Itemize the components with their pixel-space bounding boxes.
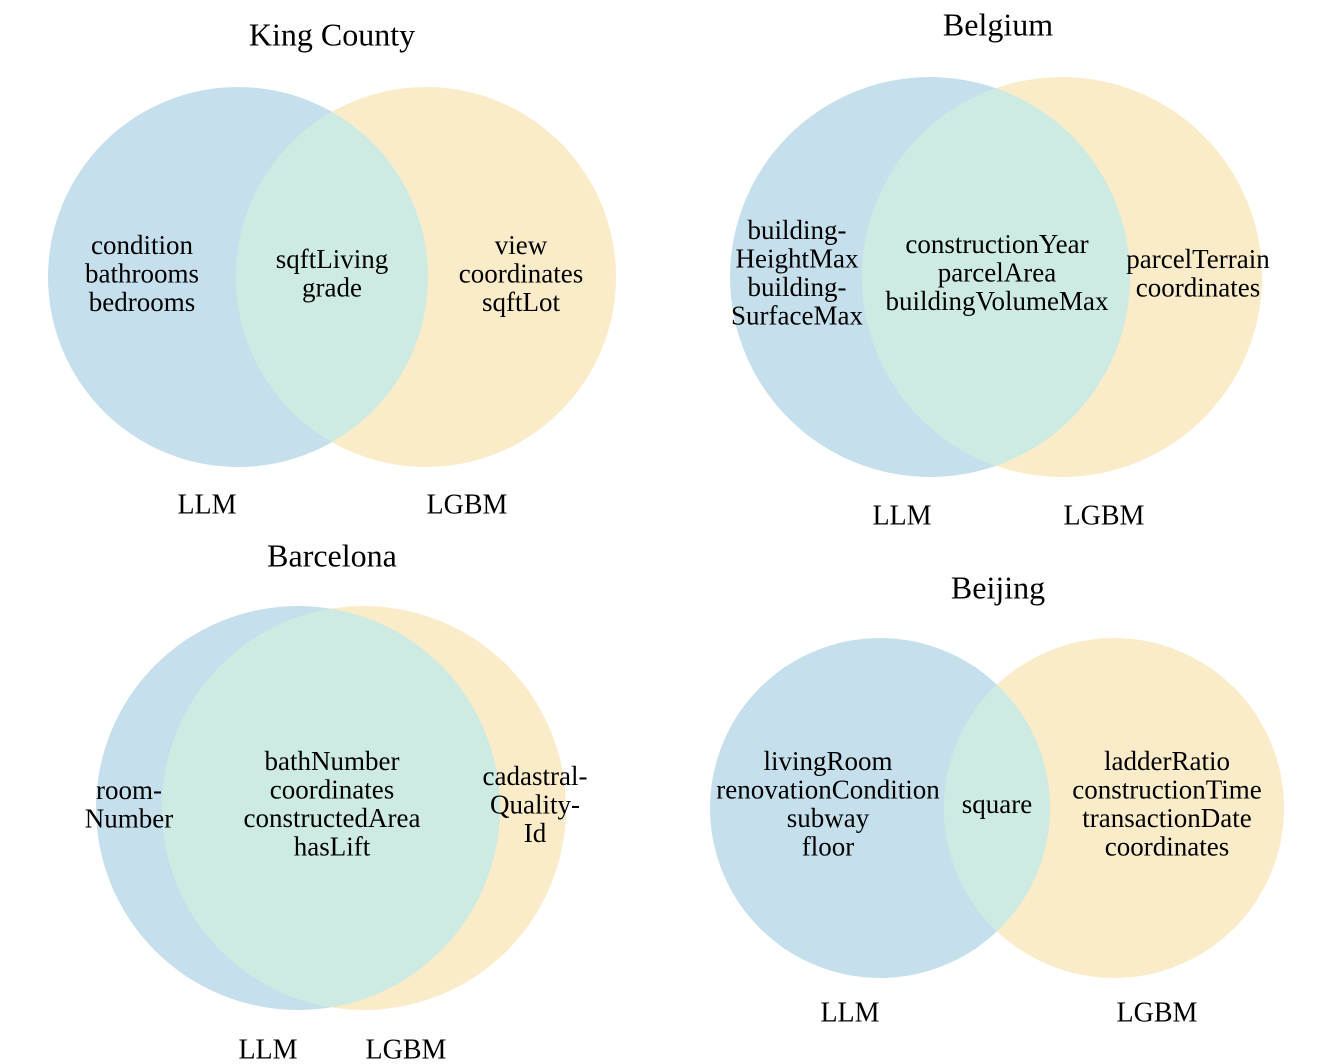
panel-title: Barcelona xyxy=(267,537,397,573)
lgbm-only-feature: cadastral- xyxy=(483,761,588,791)
llm-only-feature: subway xyxy=(787,803,870,833)
shared-feature: grade xyxy=(302,273,362,303)
shared-feature: sqftLiving xyxy=(276,244,389,274)
lgbm-only-feature: ladderRatio xyxy=(1104,746,1230,776)
lgbm-only-feature: Id xyxy=(524,818,547,848)
llm-only-feature: room- xyxy=(96,775,162,805)
lgbm-only-feature: constructionTime xyxy=(1072,775,1262,805)
llm-set-label: LLM xyxy=(872,500,931,531)
llm-set-label: LLM xyxy=(238,1034,297,1064)
overlap-region xyxy=(236,111,429,443)
shared-feature: buildingVolumeMax xyxy=(885,286,1109,316)
lgbm-only-feature: view xyxy=(495,230,548,260)
llm-only-feature: renovationCondition xyxy=(716,775,940,805)
llm-only-feature: floor xyxy=(802,832,854,862)
lgbm-set-label: LGBM xyxy=(427,489,508,520)
lgbm-only-feature: sqftLot xyxy=(482,287,560,317)
lgbm-circle xyxy=(944,638,1284,978)
llm-only-feature: bathrooms xyxy=(85,259,199,289)
llm-only-feature: condition xyxy=(91,230,193,260)
overlap-region xyxy=(944,684,1050,932)
venn-panel: Belgiumbuilding-HeightMaxbuilding-Surfac… xyxy=(730,6,1270,531)
overlap-region xyxy=(862,88,1130,466)
lgbm-set-label: LGBM xyxy=(1117,997,1198,1028)
lgbm-only-feature: coordinates xyxy=(459,259,583,289)
lgbm-only-feature: parcelTerrain xyxy=(1126,244,1270,274)
lgbm-set-label: LGBM xyxy=(366,1034,447,1064)
lgbm-only-feature: coordinates xyxy=(1136,273,1260,303)
venn-panel: Beijing livingRoomrenovationConditionsubw… xyxy=(710,569,1284,1028)
panel-title: Belgium xyxy=(943,6,1053,42)
shared-feature: square xyxy=(962,789,1032,819)
shared-feature: coordinates xyxy=(270,775,394,805)
llm-only-feature: building- xyxy=(748,272,847,302)
llm-only-feature: HeightMax xyxy=(736,244,859,274)
llm-only-feature: bedrooms xyxy=(89,287,195,317)
llm-only-feature: livingRoom xyxy=(763,746,892,776)
shared-feature: bathNumber xyxy=(265,746,400,776)
lgbm-only-feature: Quality- xyxy=(490,790,580,820)
llm-only-feature: Number xyxy=(85,804,173,834)
shared-feature: constructionYear xyxy=(905,229,1088,259)
panel-title: Beijing xyxy=(951,569,1045,605)
shared-feature: hasLift xyxy=(294,832,371,862)
shared-feature: constructedArea xyxy=(244,803,421,833)
llm-set-label: LLM xyxy=(177,489,236,520)
overlap-region xyxy=(161,608,501,1008)
lgbm-only-feature: coordinates xyxy=(1105,832,1229,862)
llm-only-feature: building- xyxy=(748,215,847,245)
lgbm-only-feature: transactionDate xyxy=(1082,803,1251,833)
shared-feature: parcelArea xyxy=(938,258,1056,288)
lgbm-set-label: LGBM xyxy=(1064,500,1145,531)
panel-title: King County xyxy=(249,16,415,52)
llm-set-label: LLM xyxy=(820,997,879,1028)
llm-circle xyxy=(710,638,1050,978)
venn-panel: Barcelona room-Number bathNumbercoordinate… xyxy=(85,537,588,1064)
llm-only-feature: SurfaceMax xyxy=(731,301,863,331)
